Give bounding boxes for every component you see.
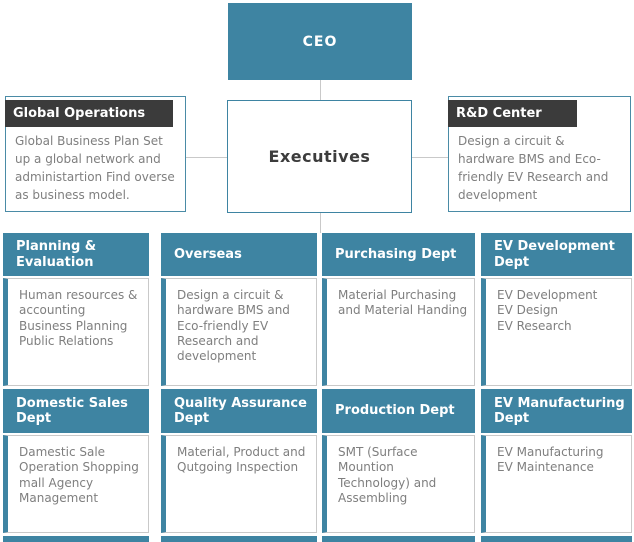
cutoff-header-strip <box>481 536 632 542</box>
rd-center-title: R&D Center <box>448 100 577 127</box>
global-operations-description: Global Business Plan Set up a global net… <box>15 134 175 202</box>
dept-header-purchasing: Purchasing Dept <box>322 233 475 276</box>
dept-body-overseas: Design a circuit & hardware BMS and Eco-… <box>161 278 317 386</box>
dept-body-planning-evaluation: Human resources & accounting Business Pl… <box>3 278 149 386</box>
dept-column-4: EV Development Dept EV Development EV De… <box>481 233 632 542</box>
ceo-node: CEO <box>228 3 412 80</box>
executives-label: Executives <box>268 147 371 166</box>
dept-body-purchasing: Material Purchasing and Material Handing <box>322 278 475 386</box>
connector-executives-rdcenter <box>412 157 448 158</box>
connector-globalops-executives <box>186 157 227 158</box>
connector-executives-departments <box>320 213 321 233</box>
dept-body-ev-manufacturing: EV Manufacturing EV Maintenance <box>481 435 632 533</box>
dept-header-ev-manufacturing: EV Manufacturing Dept <box>481 389 632 433</box>
dept-body-ev-development: EV Development EV Design EV Research <box>481 278 632 386</box>
dept-header-planning-evaluation: Planning & Evaluation <box>3 233 149 276</box>
rd-center-description: Design a circuit & hardware BMS and Eco-… <box>458 134 609 202</box>
cutoff-header-strip <box>322 536 475 542</box>
ceo-label: CEO <box>302 33 338 50</box>
dept-header-quality-assurance: Quality Assurance Dept <box>161 389 317 433</box>
rd-center-node: R&D Center Design a circuit & hardware B… <box>448 96 631 212</box>
connector-ceo-executives <box>320 80 321 100</box>
dept-column-3: Purchasing Dept Material Purchasing and … <box>322 233 475 542</box>
dept-header-ev-development: EV Development Dept <box>481 233 632 276</box>
executives-node: Executives <box>227 100 412 213</box>
dept-column-1: Planning & Evaluation Human resources & … <box>3 233 149 542</box>
cutoff-header-strip <box>3 536 149 542</box>
dept-header-overseas: Overseas <box>161 233 317 276</box>
dept-header-domestic-sales: Domestic Sales Dept <box>3 389 149 433</box>
dept-body-production: SMT (Surface Mountion Technology) and As… <box>322 435 475 533</box>
dept-body-domestic-sales: Damestic Sale Operation Shopping mall Ag… <box>3 435 149 533</box>
global-operations-node: Global Operations Global Business Plan S… <box>5 96 186 212</box>
dept-column-2: Overseas Design a circuit & hardware BMS… <box>161 233 317 542</box>
global-operations-title: Global Operations <box>5 100 173 127</box>
cutoff-header-strip <box>161 536 317 542</box>
dept-header-production: Production Dept <box>322 389 475 433</box>
dept-body-quality-assurance: Material, Product and Qutgoing Inspectio… <box>161 435 317 533</box>
